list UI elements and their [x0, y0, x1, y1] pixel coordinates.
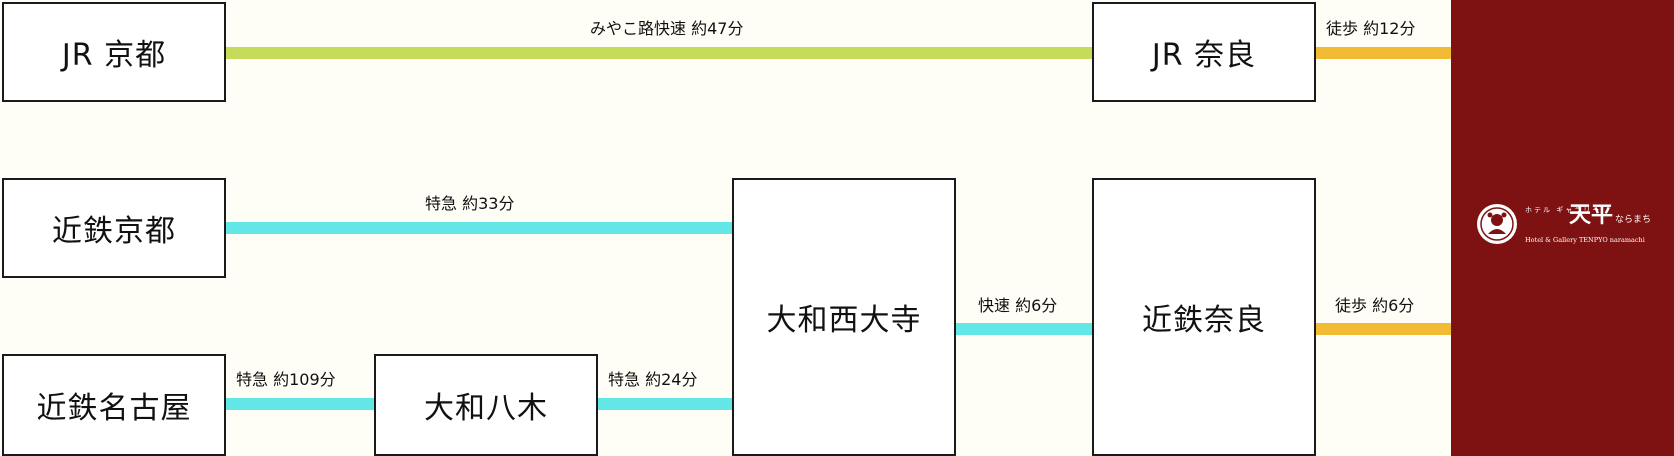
line-yagi-saidaiji [598, 398, 732, 410]
line-walk-jr-nara-hotel [1314, 47, 1451, 59]
route-label-walk-jr: 徒歩 約12分 [1326, 19, 1416, 38]
route-label-tokkyu-yagi: 特急 約24分 [608, 370, 698, 389]
station-yamato-saidaiji: 大和西大寺 [732, 178, 956, 456]
hotel-kana: ホテル ギャラリー [1525, 206, 1602, 214]
hotel-panel: ホテル ギャラリー 天平 ならまち Hotel & Gallery TENPYO… [1451, 0, 1674, 456]
route-label-walk-kintetsu: 徒歩 約6分 [1335, 296, 1415, 315]
hotel-emblem-icon [1477, 204, 1517, 244]
route-label-tokkyu-nagoya: 特急 約109分 [236, 370, 336, 389]
hotel-romaji: ならまち [1615, 215, 1652, 225]
station-kintetsu-nagoya: 近鉄名古屋 [2, 354, 226, 456]
line-walk-kintetsu-nara-hotel [1314, 323, 1451, 335]
station-kintetsu-nara: 近鉄奈良 [1092, 178, 1316, 456]
line-nagoya-yagi [224, 398, 374, 410]
route-label-tokkyu-kyoto: 特急 約33分 [425, 194, 515, 213]
route-label-miyakoji: みやこ路快速 約47分 [590, 19, 744, 38]
station-jr-kyoto: JR 京都 [2, 2, 226, 102]
line-saidaiji-kintetsu-nara [955, 323, 1094, 335]
station-yamato-yagi: 大和八木 [374, 354, 598, 456]
station-jr-nara: JR 奈良 [1092, 2, 1316, 102]
line-kintetsu-kyoto-saidaiji [224, 222, 732, 234]
line-jr-kyoto-nara [224, 47, 1094, 59]
route-label-kaisoku-nara: 快速 約6分 [978, 296, 1058, 315]
station-kintetsu-kyoto: 近鉄京都 [2, 178, 226, 278]
hotel-kanji: 天平 [1569, 202, 1614, 228]
hotel-english-name: Hotel & Gallery TENPYO naramachi [1525, 236, 1645, 244]
hotel-logo: ホテル ギャラリー 天平 ならまち Hotel & Gallery TENPYO… [1475, 202, 1665, 252]
